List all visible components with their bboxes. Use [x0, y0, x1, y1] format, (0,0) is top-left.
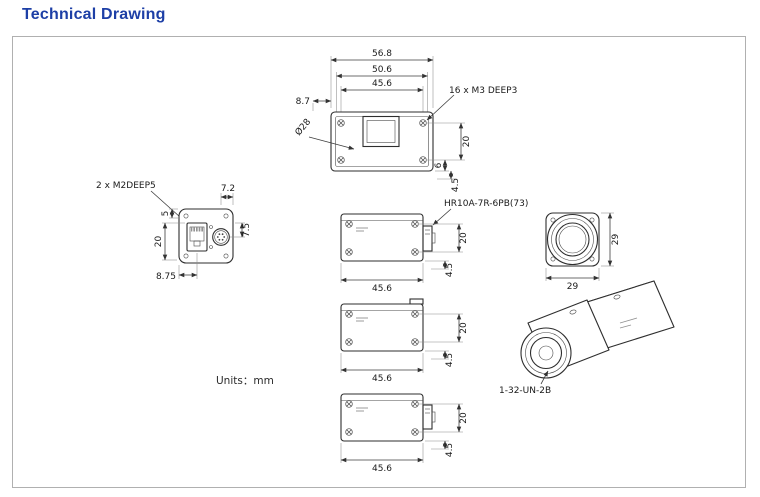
dim-back-bottom-offset: 8.75 [156, 272, 176, 282]
dim-top-width-outer: 56.8 [372, 49, 392, 59]
view-back: 2 x M2DEEP5 7.2 [96, 181, 252, 282]
dim-front-height: 29 [611, 234, 621, 246]
dim-top-width-mid: 50.6 [372, 65, 392, 75]
lens-mount [546, 213, 599, 266]
ethernet-connector [186, 222, 208, 252]
brand-mark [356, 227, 368, 232]
dim-top-left-offset: 8.7 [296, 97, 310, 107]
dim-side2-bottom-offset: 4.5 [445, 353, 455, 367]
m2-hole [209, 225, 213, 229]
dim-front-width: 29 [567, 282, 579, 292]
hirose-connector [422, 404, 436, 430]
dim-side2-height: 20 [459, 322, 469, 334]
dim-top-edge: 6 [434, 162, 444, 168]
technical-drawing-svg: 56.8 50.6 45.6 8.7 Ø28 16 x M3 DEEP3 [96, 49, 675, 474]
dim-top-bottom-offset: 4.5 [451, 178, 461, 192]
view-side-middle: 20 4.5 45.6 [340, 298, 469, 384]
camera-body-side [340, 393, 424, 442]
dim-top-lens-diameter: Ø28 [293, 116, 314, 137]
callout-side-connector: HR10A-7R-6PB(73) [444, 199, 528, 209]
dim-back-side-offset: 7.5 [242, 223, 252, 237]
brand-mark [356, 407, 368, 412]
callout-iso-thread: 1-32-UN-2B [499, 386, 551, 396]
dim-side1-height: 20 [459, 232, 469, 244]
m2-hole [209, 245, 213, 249]
camera-body-side [340, 213, 424, 262]
units-label: Units：mm [216, 375, 274, 387]
view-isometric: 1-32-UN-2B [499, 280, 675, 396]
callout-top-screws: 16 x M3 DEEP3 [449, 86, 517, 96]
dim-side3-height: 20 [459, 412, 469, 424]
dim-back-connector-height: 20 [154, 236, 164, 248]
dim-top-screw-rows: 20 [462, 136, 472, 148]
camera-body-front [545, 212, 600, 267]
brand-mark [619, 317, 638, 329]
dim-top-width-screws: 45.6 [372, 79, 392, 89]
top-protrusion [409, 298, 424, 305]
dim-side2-length: 45.6 [372, 374, 392, 384]
view-front: 29 29 [545, 212, 621, 292]
iso-lens-barrel [520, 327, 572, 379]
dim-side3-bottom-offset: 4.5 [445, 443, 455, 457]
brand-mark [356, 317, 368, 322]
drawing-frame: 56.8 50.6 45.6 8.7 Ø28 16 x M3 DEEP3 [12, 36, 746, 488]
dim-side3-length: 45.6 [372, 464, 392, 474]
view-side-top: HR10A-7R-6PB(73) [340, 199, 528, 294]
dim-back-connector-offset: 7.2 [221, 184, 235, 194]
dim-back-top-offset: 5 [161, 211, 171, 217]
camera-body-top [330, 111, 434, 172]
top-slot-opening [362, 115, 400, 148]
camera-body-side [340, 303, 424, 352]
dim-side1-length: 45.6 [372, 284, 392, 294]
view-side-bottom: 20 4.5 45.6 [340, 393, 469, 474]
callout-back-screws: 2 x M2DEEP5 [96, 181, 156, 191]
page-title: Technical Drawing [22, 6, 166, 23]
dim-side1-bottom-offset: 4.5 [445, 263, 455, 277]
power-io-connector [212, 228, 230, 246]
view-top: 56.8 50.6 45.6 8.7 Ø28 16 x M3 DEEP3 [293, 49, 517, 192]
hirose-connector [422, 225, 436, 252]
